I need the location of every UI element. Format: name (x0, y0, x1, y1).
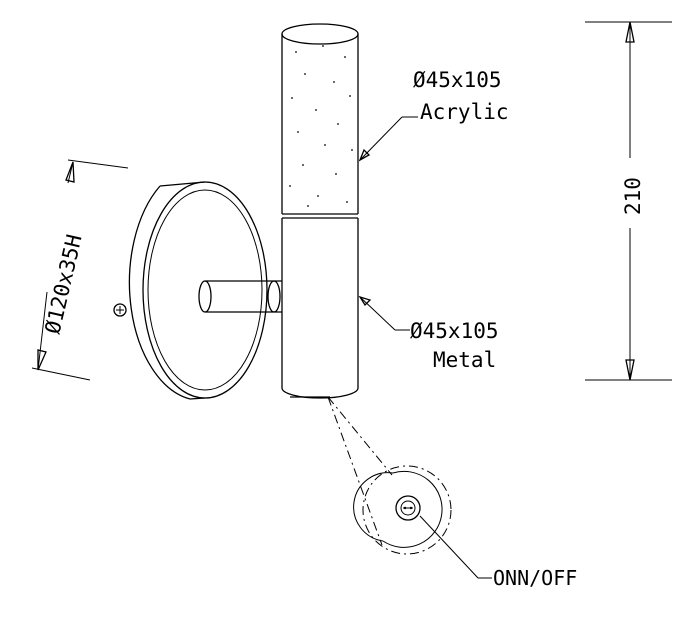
metal-tube (281, 217, 359, 399)
acrylic-material-label: Acrylic (420, 100, 509, 124)
metal-material-label: Metal (433, 348, 496, 372)
wall-base-plate (113, 181, 268, 400)
height-dimension-line (585, 21, 672, 381)
acrylic-dimension-label: Ø45x105 (413, 68, 502, 92)
connecting-arm (198, 280, 282, 313)
switch-detail-callout (327, 396, 452, 555)
metal-leader (358, 295, 410, 331)
switch-icon (395, 495, 421, 521)
switch-label: ONN/OFF (493, 566, 577, 590)
screw-icon (113, 303, 127, 317)
acrylic-tube (281, 23, 359, 215)
height-dimension-label: 210 (621, 177, 645, 215)
base-dimension-label: Ø120x35H (40, 232, 86, 336)
switch-leader (419, 515, 492, 579)
acrylic-leader (358, 116, 418, 162)
base-dimension-line (31, 159, 129, 381)
metal-dimension-label: Ø45x105 (410, 319, 499, 343)
acrylic-bubbles (289, 45, 353, 207)
